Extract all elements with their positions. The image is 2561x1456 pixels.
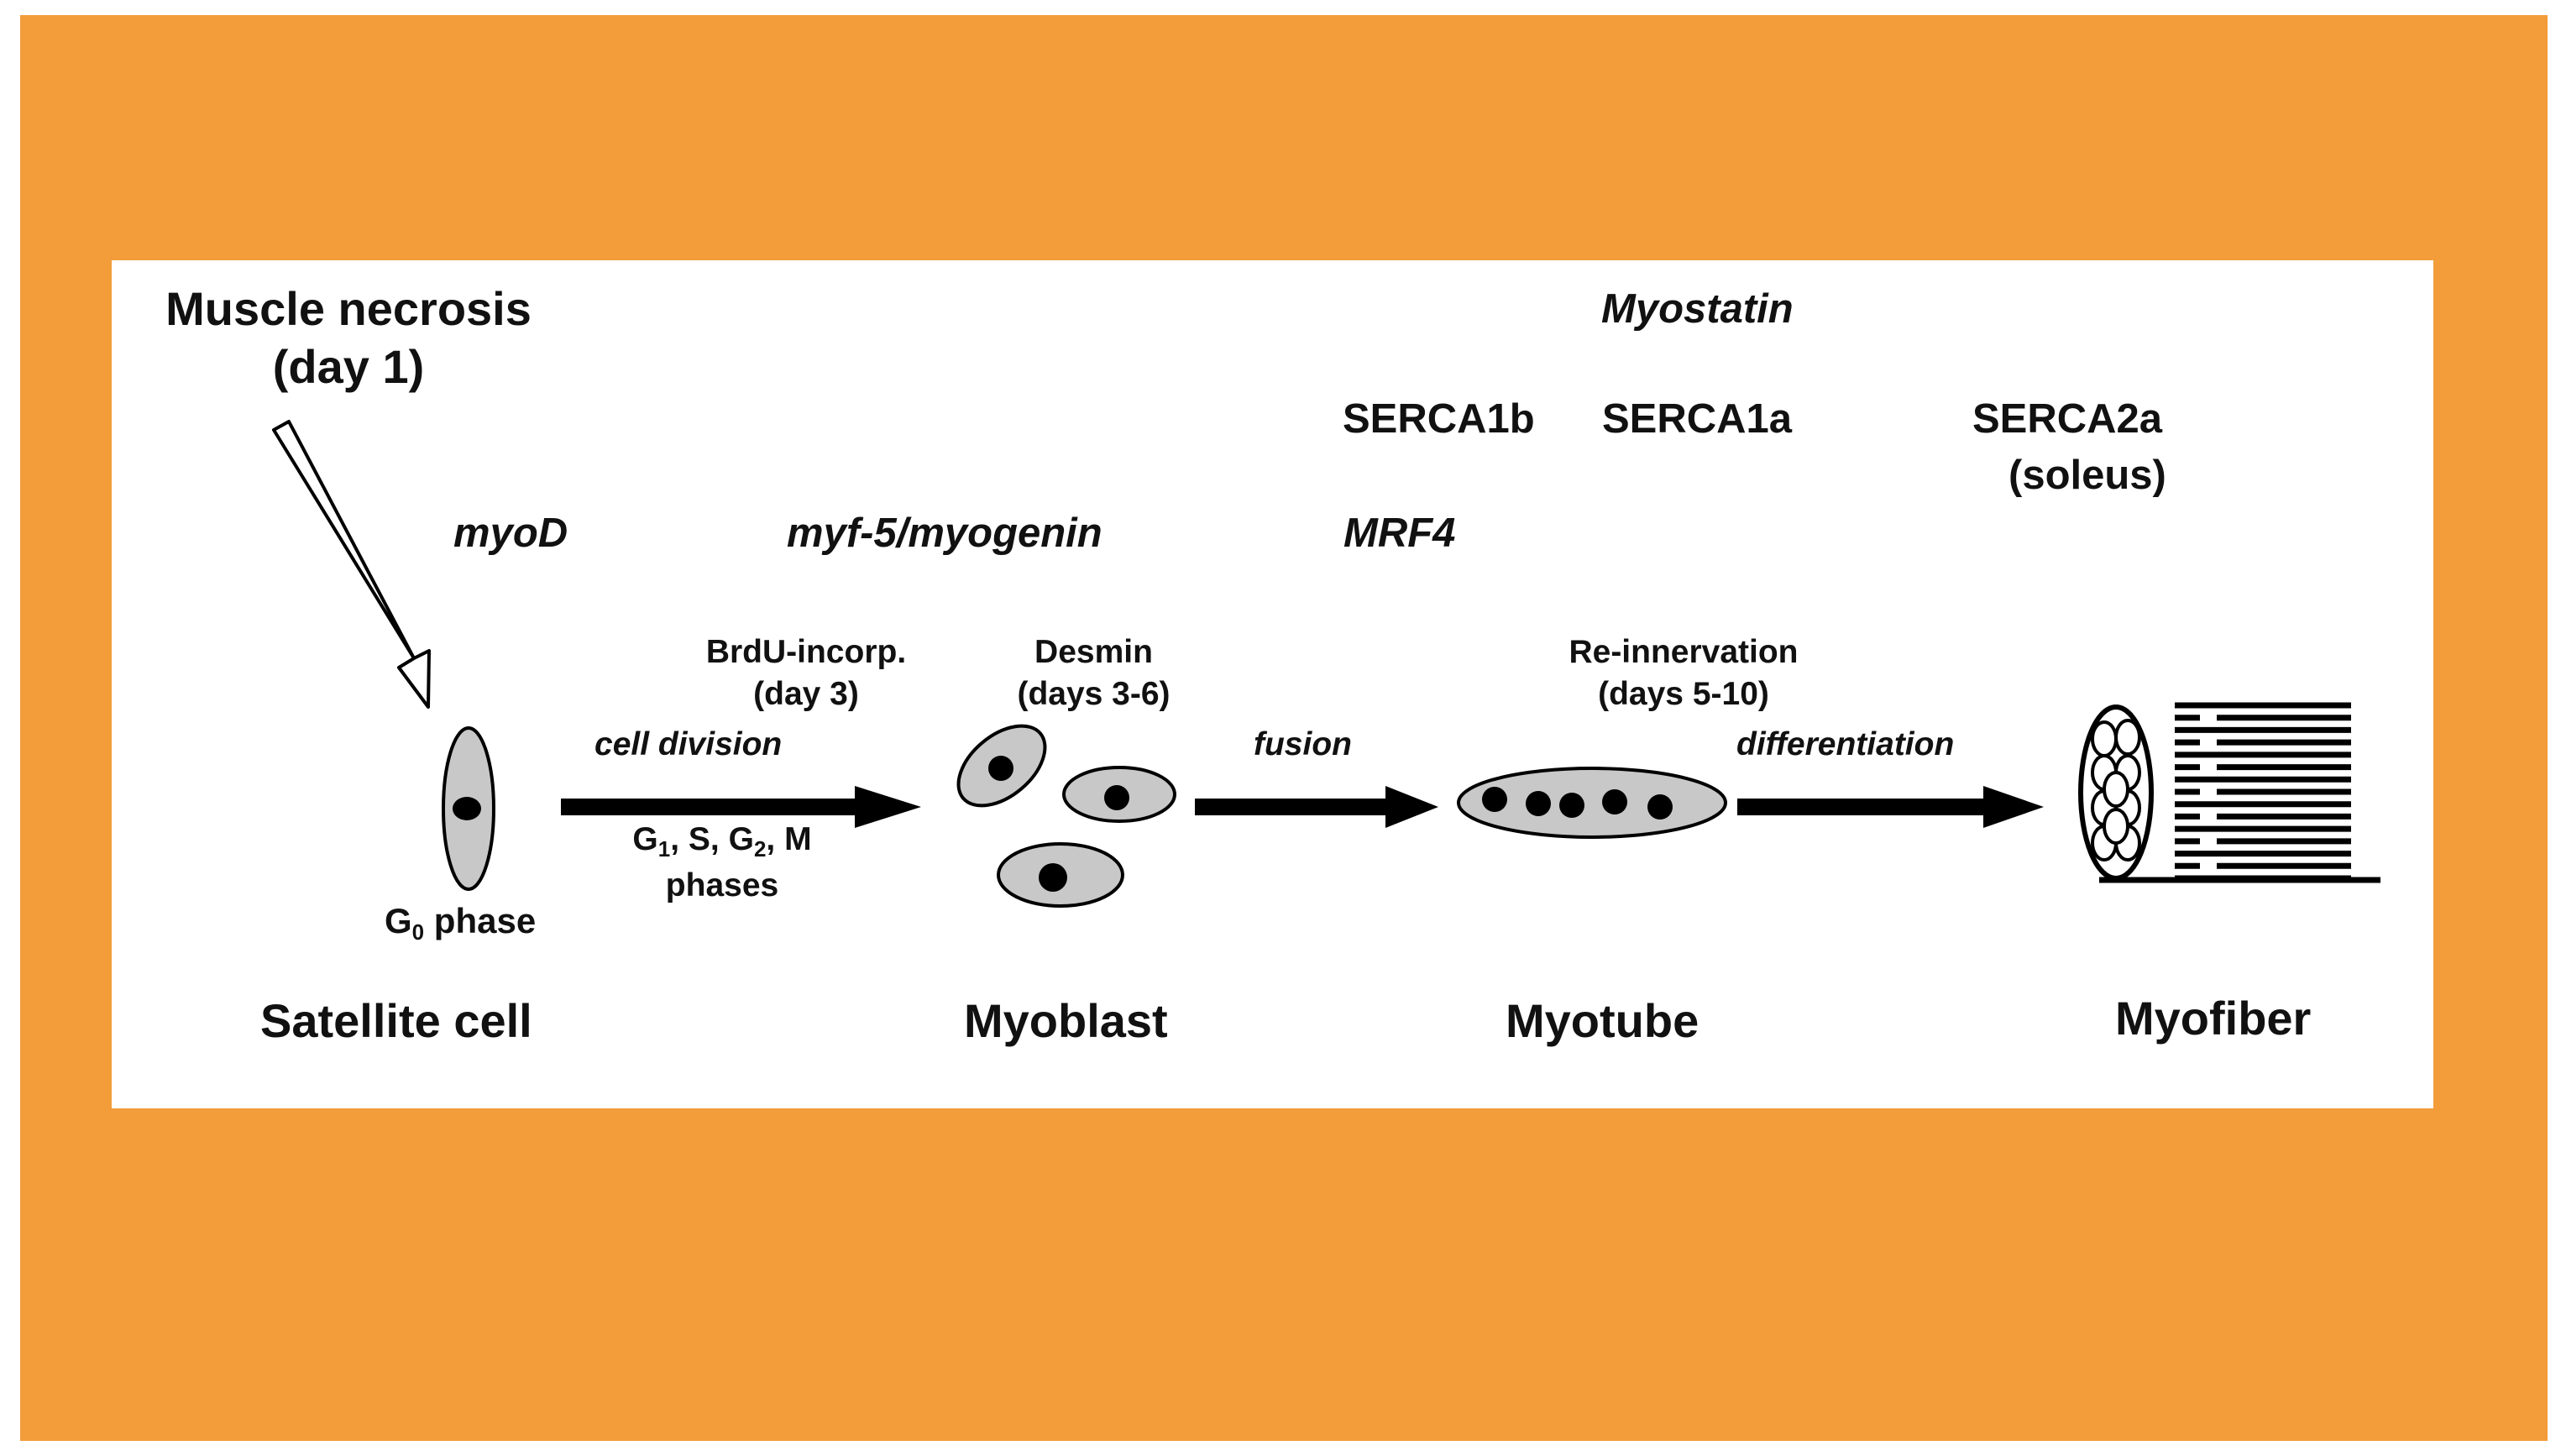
differentiation-label: differentiation	[1736, 726, 1955, 762]
desmin-label: Desmin (days 3-6)	[1017, 634, 1171, 712]
reinnervation-label: Re-innervation (days 5-10)	[1569, 634, 1799, 712]
necrosis-arrow	[272, 420, 431, 709]
brdu-label: BrdU-incorp. (day 3)	[705, 634, 907, 712]
myofiber	[2078, 702, 2380, 883]
satellite-nucleus	[453, 797, 481, 820]
protein-serca2a: SERCA2a	[1972, 396, 2163, 442]
necrosis-title: Muscle necrosis (day 1)	[165, 282, 532, 393]
stage-myofiber: Myofiber	[2115, 992, 2312, 1045]
protein-serca1b: SERCA1b	[1343, 396, 1535, 442]
myofibril-cross-section	[2103, 808, 2129, 845]
stage-satellite-cell: Satellite cell	[260, 994, 532, 1047]
diagram-panel	[112, 260, 2433, 1108]
cell-cycle-phases-label: G1, S, G2, M phases	[632, 821, 812, 903]
fusion-arrow	[1195, 786, 1438, 828]
stage-myotube: Myotube	[1506, 994, 1699, 1047]
stage-myoblast: Myoblast	[964, 994, 1168, 1047]
myoblast-cell	[956, 724, 1047, 808]
g0-phase-label: G0 phase	[385, 901, 537, 945]
satellite-cell	[442, 726, 495, 891]
cell-division-label: cell division	[594, 726, 783, 762]
myofibril-cross-section	[2103, 771, 2129, 808]
myoblast-cell	[997, 842, 1124, 908]
gene-myod: myoD	[453, 511, 568, 556]
differentiation-arrow	[1737, 786, 2044, 828]
fusion-label: fusion	[1254, 726, 1352, 762]
protein-serca1a: SERCA1a	[1602, 396, 1793, 442]
cell-division-arrow	[561, 786, 921, 828]
gene-mrf4: MRF4	[1343, 511, 1456, 556]
protein-soleus: (soleus)	[2008, 453, 2166, 498]
myofibril-cross-section	[2114, 719, 2141, 756]
gene-myostatin: Myostatin	[1601, 286, 1794, 332]
myoblast-cell	[1062, 766, 1176, 823]
myofibril-cross-section	[2091, 720, 2118, 757]
gene-myf5-myogenin: myf-5/myogenin	[787, 511, 1102, 556]
myotube-cell	[1457, 767, 1727, 839]
